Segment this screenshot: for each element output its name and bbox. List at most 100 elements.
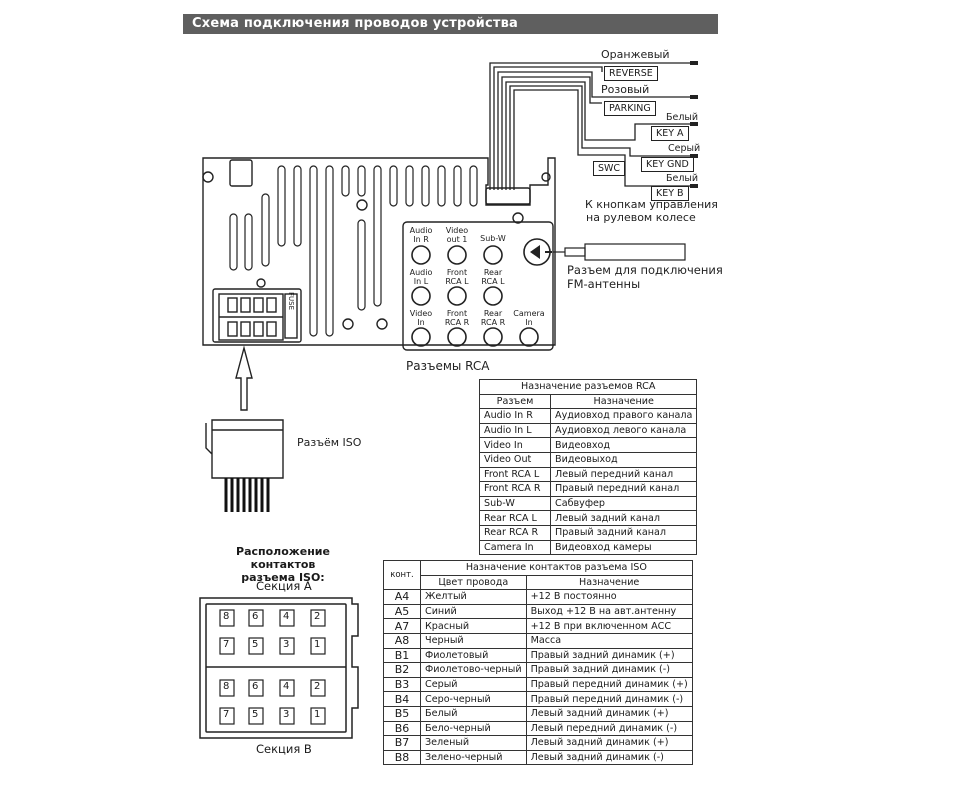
iso-socket [212, 288, 302, 343]
section-a-label: Секция А [256, 579, 312, 593]
iso-pin-cell: A8 [383, 632, 421, 649]
iso-color-cell: Желтый [420, 589, 527, 605]
rca-connector-cell: Rear RCA R [479, 524, 551, 541]
iso-color-cell: Красный [420, 618, 527, 634]
antenna-socket [523, 238, 686, 266]
rca-purpose-cell: Левый передний канал [549, 466, 698, 483]
rca-connector-cell: Rear RCA L [479, 510, 551, 526]
wire-label-key-b: KEY B [651, 186, 689, 201]
page-title: Схема подключения проводов устройства [192, 16, 519, 31]
iso-purpose-cell: Левый передний динамик (-) [525, 720, 693, 737]
iso-color-cell: Зелено-черный [420, 749, 527, 766]
iso-purpose-cell: +12 В постоянно [525, 589, 693, 605]
iso-purpose-cell: Левый задний динамик (+) [525, 735, 693, 751]
iso-pin-cell: B3 [383, 676, 421, 693]
rca-purpose-cell: Аудиовход левого канала [549, 422, 698, 439]
iso-color-cell: Бело-черный [420, 720, 527, 737]
iso-color-cell: Синий [420, 603, 527, 620]
rca-purpose-cell: Левый задний канал [549, 510, 698, 526]
iso-color-cell: Серый [420, 676, 527, 693]
rca-table-header: Разъем [479, 393, 551, 410]
iso-purpose-cell: Правый задний динамик (+) [525, 647, 693, 664]
iso-pin-cell: A4 [383, 589, 421, 605]
iso-color-cell: Фиолетовый [420, 647, 527, 664]
iso-pin-cell: B4 [383, 691, 421, 707]
iso-pin-cell: B7 [383, 735, 421, 751]
iso-purpose-cell: Правый задний динамик (-) [525, 662, 693, 678]
iso-color-cell: Фиолетово-черный [420, 662, 527, 678]
section-b-label: Секция В [256, 742, 312, 756]
iso-layout-title: Расположение контактов разъема ISO: [236, 545, 330, 584]
iso-pin-cell: B1 [383, 647, 421, 664]
iso-plug [205, 419, 284, 479]
rca-purpose-cell: Аудиовход правого канала [549, 408, 698, 424]
arrow-up [235, 345, 253, 411]
rca-connector-cell: Front RCA L [479, 466, 551, 483]
rca-purpose-cell: Видеовыход [549, 451, 698, 468]
rca-purpose-cell: Видеовход [549, 437, 698, 453]
iso-table: конт. Назначение контактов разъема ISO Ц… [383, 559, 693, 766]
iso-purpose-cell: Левый задний динамик (+) [525, 705, 693, 722]
iso-purpose-cell: +12 В при включенном АСС [525, 618, 693, 634]
iso-color-cell: Белый [420, 705, 527, 722]
iso-purpose-cell: Масса [525, 632, 693, 649]
rca-connector-cell: Sub-W [479, 495, 551, 512]
rca-jacks [411, 245, 539, 347]
iso-pin-cell: B6 [383, 720, 421, 737]
title-bar [183, 14, 718, 34]
iso-table-header: Назначение [525, 574, 693, 591]
rca-connector-cell: Camera In [479, 539, 551, 556]
antenna-note: Разъем для подключения FM-антенны [567, 263, 723, 291]
wire-label-orange: Оранжевый [601, 48, 670, 61]
wire-label-key-a: KEY A [651, 126, 689, 141]
rca-table: Назначение разъемов RCA Разъем Назначени… [478, 379, 698, 556]
rca-table-header: Назначение [549, 393, 698, 410]
rca-caption: Разъемы RCA [406, 359, 490, 373]
rca-table-title: Назначение разъемов RCA [478, 379, 698, 395]
wire-bundle [489, 62, 690, 190]
vent-slots [229, 165, 478, 337]
iso-pin-cell: A7 [383, 618, 421, 634]
rca-purpose-cell: Правый передний канал [549, 481, 698, 497]
wire-label-parking: PARKING [604, 101, 656, 116]
wire-label-key-gnd: KEY GND [641, 157, 694, 172]
steering-note: К кнопкам управления на рулевом колесе [585, 198, 718, 224]
rca-connector-cell: Video In [479, 437, 551, 453]
wire-label-reverse: REVERSE [604, 66, 658, 81]
rca-connector-cell: Front RCA R [479, 481, 551, 497]
rca-connector-cell: Audio In R [479, 408, 551, 424]
iso-plug-wires [224, 478, 270, 512]
wire-label-swc: SWC [593, 161, 626, 176]
iso-pin-cell: B2 [383, 662, 421, 678]
iso-table-title: Назначение контактов разъема ISO [420, 560, 693, 576]
iso-purpose-cell: Правый передний динамик (-) [525, 691, 693, 707]
iso-color-cell: Черный [420, 632, 527, 649]
iso-table-pin-header: конт. [383, 559, 421, 591]
iso-caption: Разъём ISO [297, 436, 362, 449]
rca-purpose-cell: Правый задний канал [549, 524, 698, 541]
fuse-label: FUSE [287, 292, 295, 311]
wire-label-gray: Серый [668, 143, 701, 154]
